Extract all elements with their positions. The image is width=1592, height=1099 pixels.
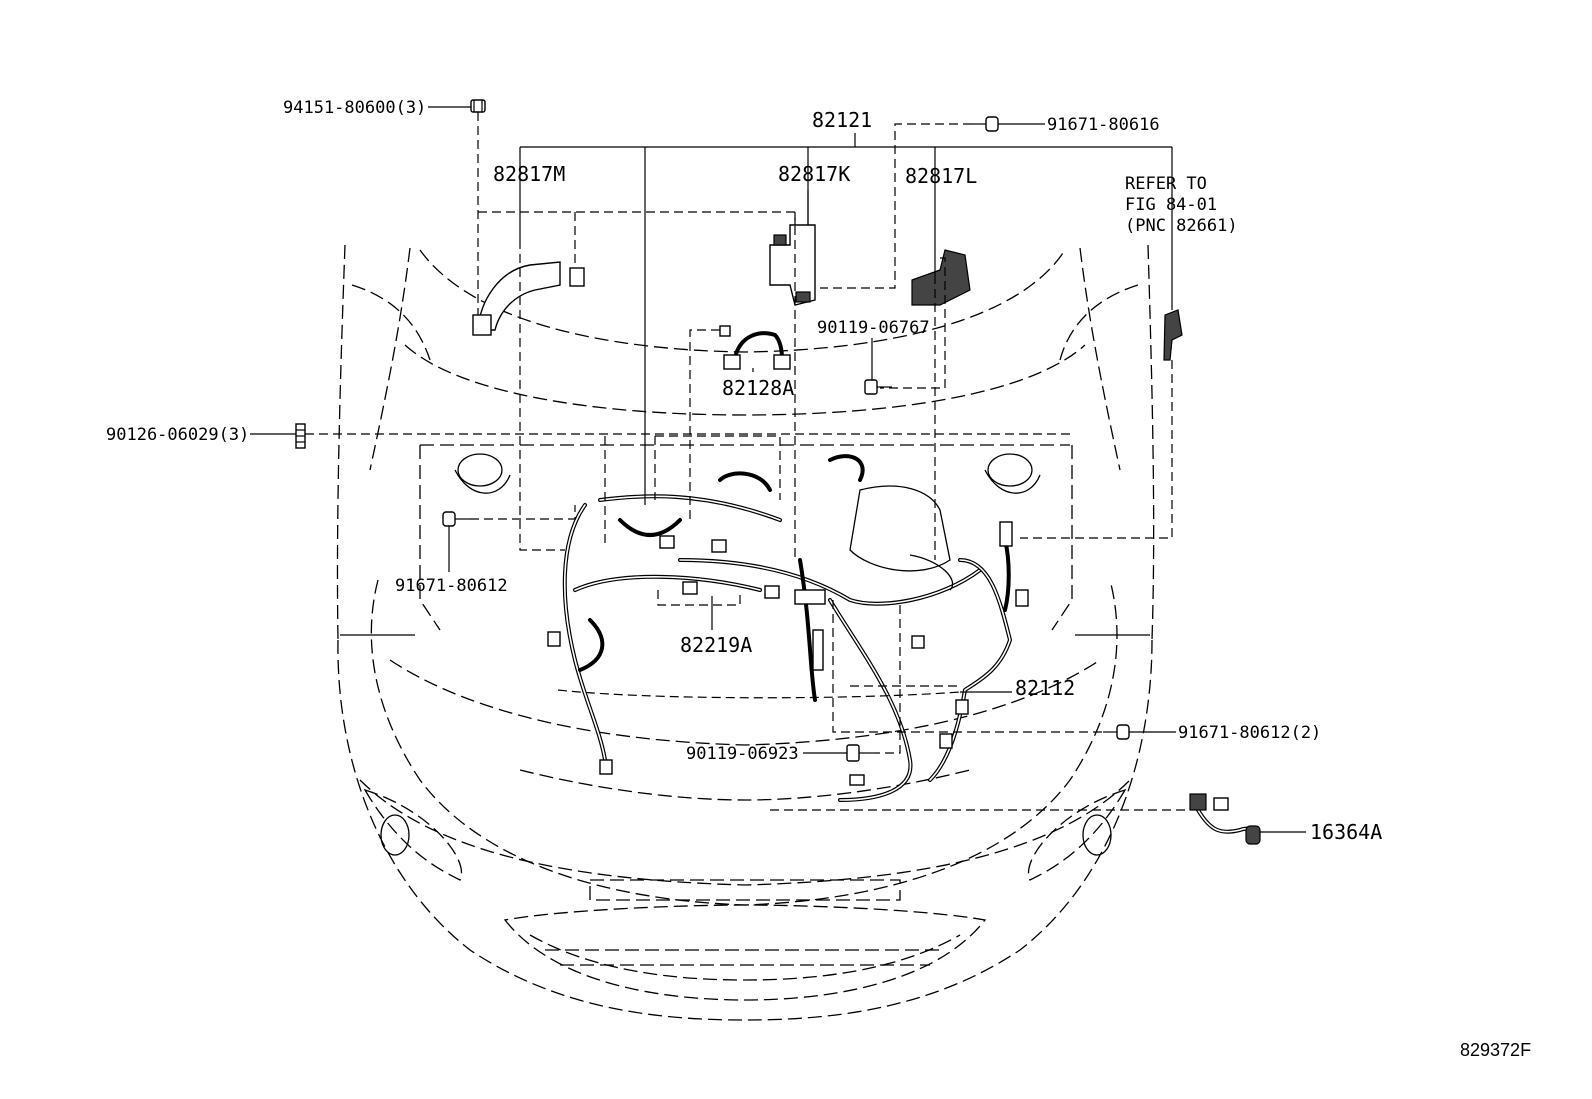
harness-82128a-icon (719, 325, 791, 370)
label-91671-80612: 91671-80612 (395, 576, 508, 596)
bolt-90119-06923-icon (846, 744, 874, 762)
bolt-90119-06767-icon (864, 379, 892, 395)
stud-90126-icon (295, 423, 306, 449)
bracket-82817k-icon (769, 224, 816, 306)
label-90119-06767: 90119-06767 (817, 318, 930, 338)
vehicle-outline (336, 244, 1155, 1021)
label-82817l: 82817L (905, 164, 977, 188)
label-94151-80600: 94151-80600(3) (283, 98, 426, 118)
part-callouts: 94151-80600(3) 82121 91671-80616 82817M … (106, 98, 1531, 1060)
leader-lines (250, 106, 1306, 833)
label-refer-line-3: (PNC 82661) (1125, 216, 1238, 236)
label-16364a: 16364A (1310, 820, 1382, 844)
label-82121: 82121 (812, 108, 872, 132)
label-refer-line-2: FIG 84-01 (1125, 195, 1217, 215)
label-82128a: 82128A (722, 376, 794, 400)
label-82817m: 82817M (493, 162, 565, 186)
bolt-91671-80612-right-icon (1103, 724, 1130, 740)
engine-room-wire-harness (547, 454, 1029, 802)
label-82112: 82112 (1015, 676, 1075, 700)
label-82817k: 82817K (778, 162, 850, 186)
label-91671-80612-2: 91671-80612(2) (1178, 723, 1321, 743)
label-refer-line-1: REFER TO (1125, 174, 1207, 194)
nut-94151-icon (470, 99, 486, 113)
bolt-91671-80612-left-icon (442, 511, 470, 527)
label-91671-80616: 91671-80616 (1047, 115, 1160, 135)
bracket-82817l-icon (911, 249, 971, 306)
label-90119-06923: 90119-06923 (686, 744, 799, 764)
harness-16364a-icon (1189, 793, 1261, 845)
figure-number: 829372F (1460, 1040, 1531, 1060)
bolt-91671-80616-icon (972, 116, 999, 132)
label-90126-06029: 90126-06029(3) (106, 425, 249, 445)
bracket-82817m-icon (472, 261, 585, 336)
label-82219a: 82219A (680, 633, 752, 657)
bracket-82661-icon (1163, 309, 1183, 361)
